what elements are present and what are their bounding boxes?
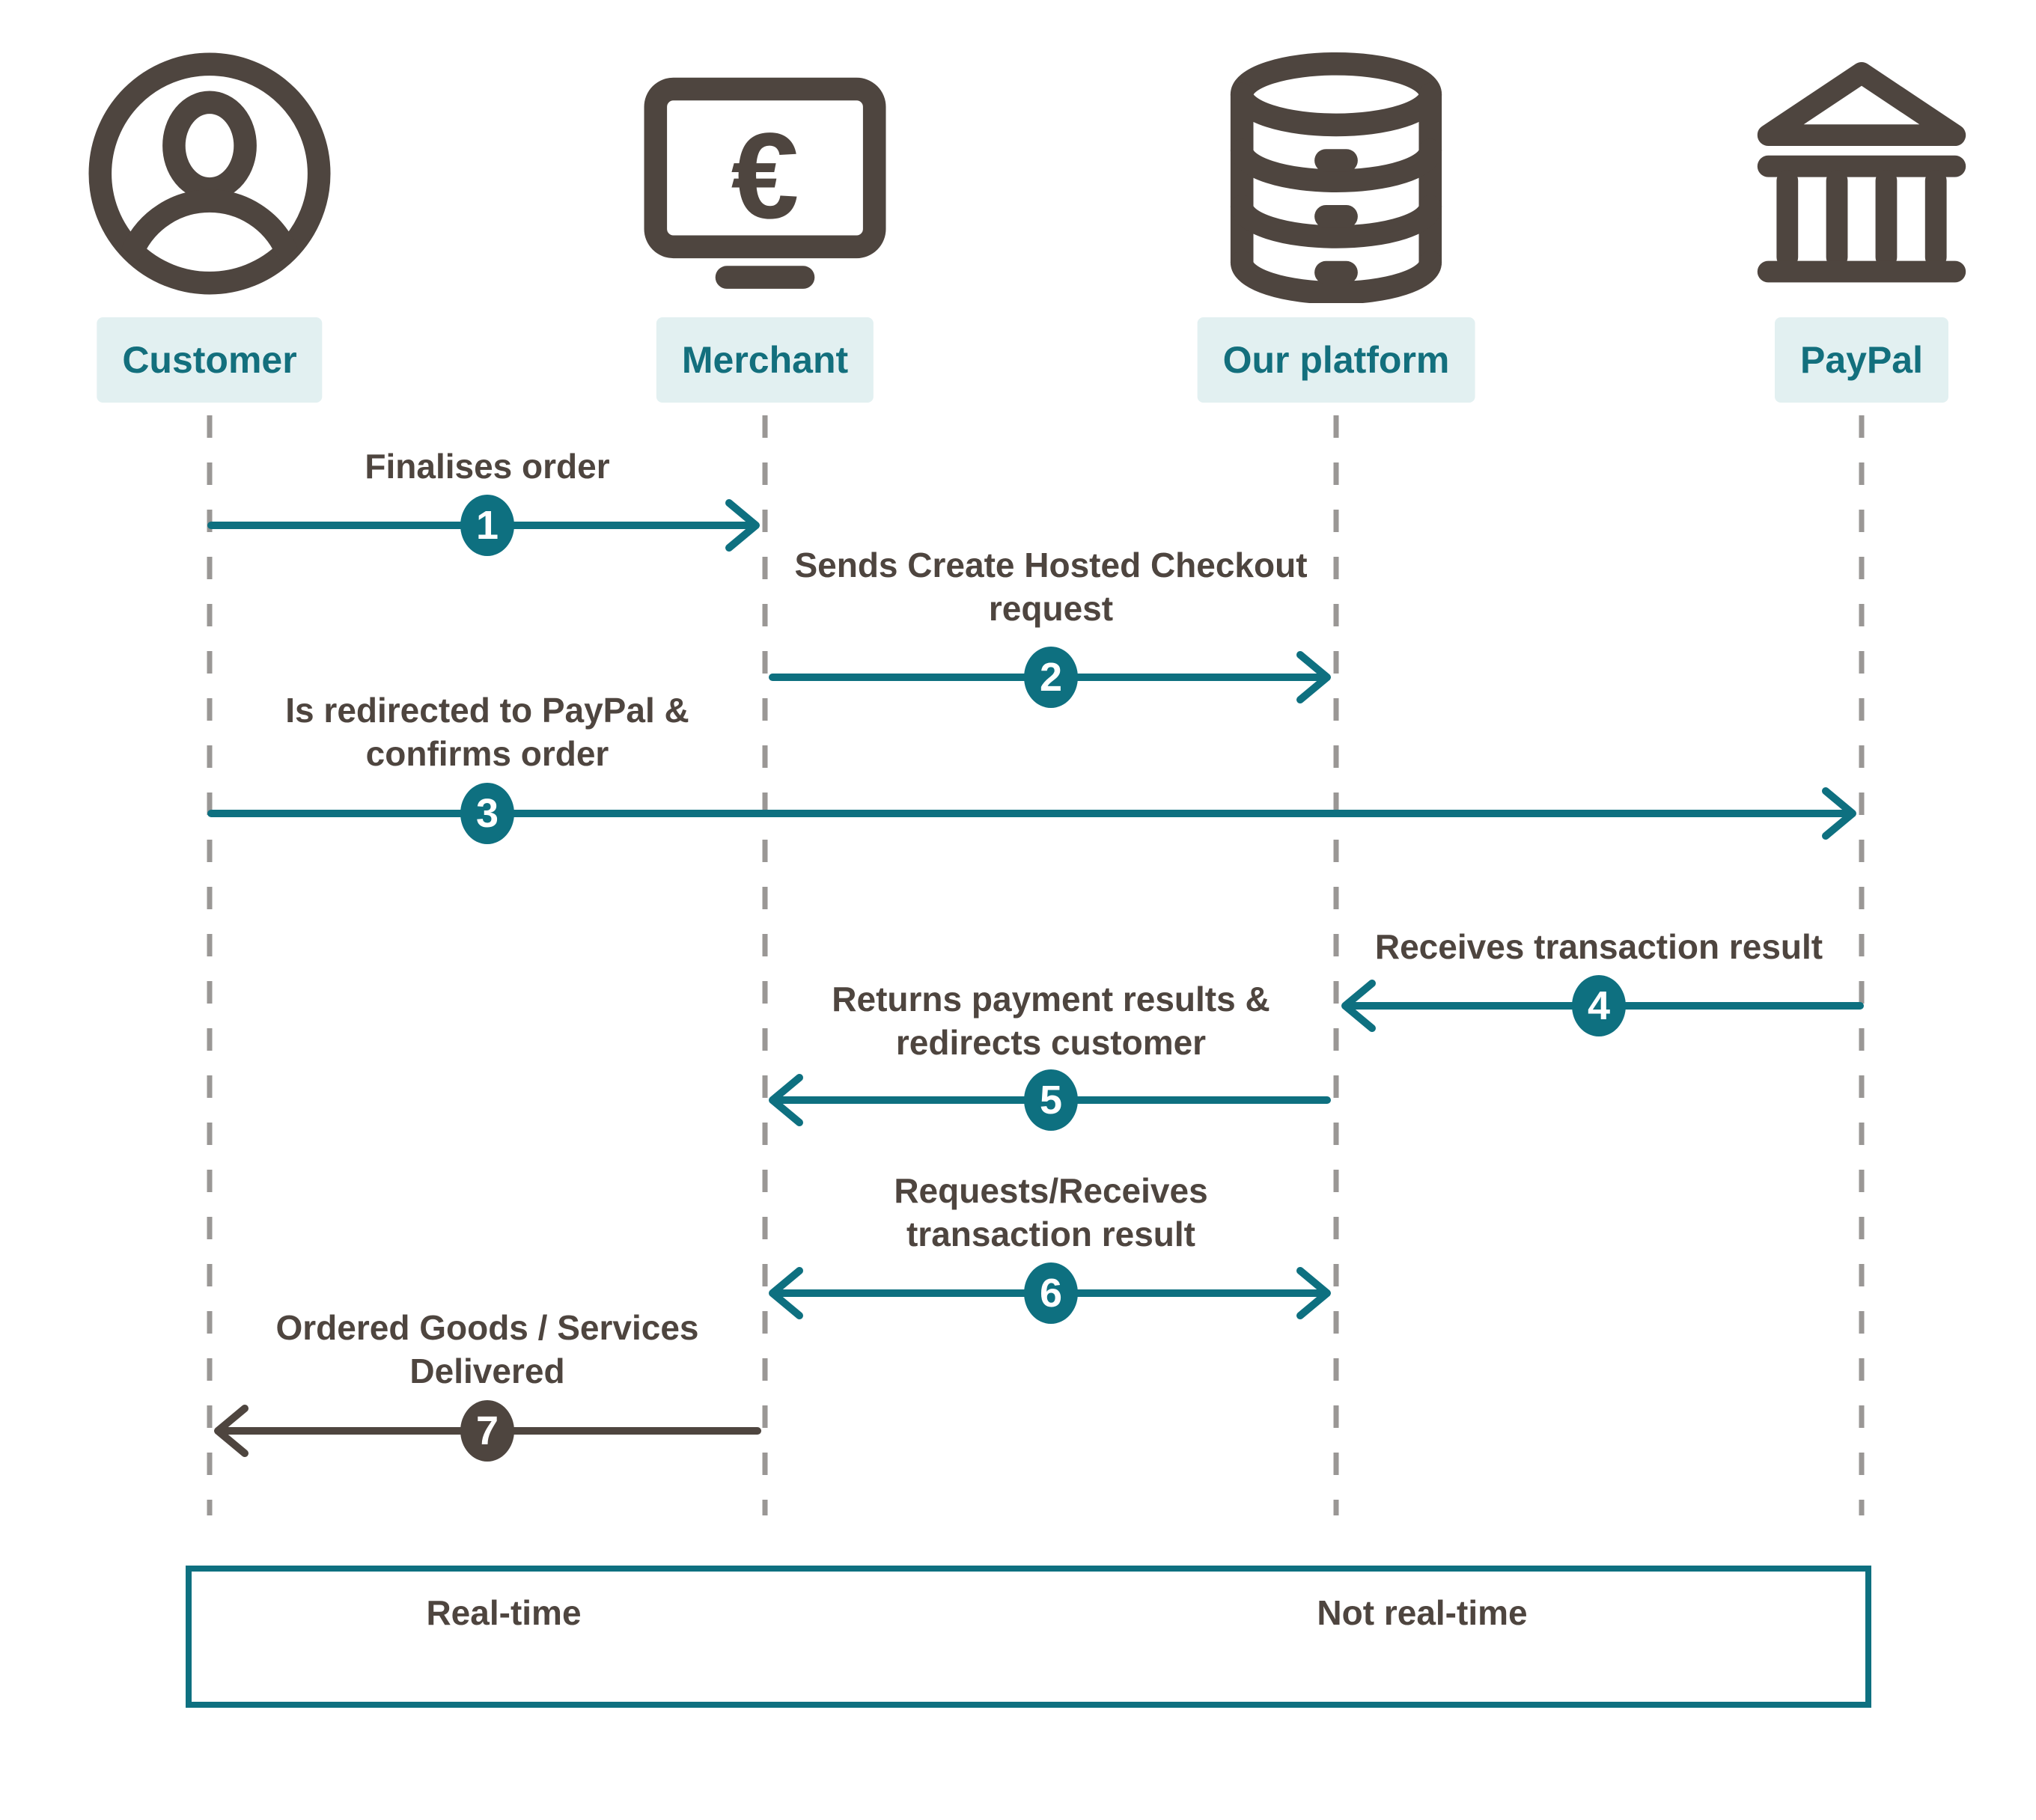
step-6-badge: 6 (1024, 1262, 1078, 1324)
actor-label-merchant: Merchant (656, 317, 874, 403)
step-3-badge: 3 (460, 783, 514, 844)
person-icon (88, 52, 331, 295)
legend-box (186, 1566, 1871, 1708)
step-5-label: Returns payment results & redirects cust… (832, 980, 1270, 1062)
step-2-label: Sends Create Hosted Checkout request (794, 546, 1308, 628)
bank-icon (1757, 62, 1966, 283)
step-4-badge: 4 (1572, 975, 1626, 1036)
step-6-label: Requests/Receives transaction result (894, 1171, 1208, 1253)
actor-label-customer: Customer (97, 317, 323, 403)
actor-label-paypal: PayPal (1774, 317, 1949, 403)
step-2-badge: 2 (1024, 647, 1078, 708)
step-1-label: Finalises order (365, 447, 610, 486)
step-7-badge: 7 (460, 1400, 514, 1462)
monitor-euro-icon: € (644, 77, 886, 289)
euro-glyph: € (731, 107, 799, 244)
step-7-label: Ordered Goods / Services Delivered (275, 1308, 699, 1390)
step-3-arrow (207, 787, 1856, 840)
step-4-label: Receives transaction result (1374, 927, 1823, 966)
legend-not-real-time-label: Not real-time (1317, 1593, 1528, 1632)
step-3-label: Is redirected to PayPal & confirms order (285, 691, 689, 773)
legend-real-time-label: Real-time (426, 1593, 582, 1632)
actor-label-platform: Our platform (1197, 317, 1475, 403)
step-1-badge: 1 (460, 495, 514, 556)
step-5-badge: 5 (1024, 1069, 1078, 1131)
database-icon (1230, 52, 1442, 303)
